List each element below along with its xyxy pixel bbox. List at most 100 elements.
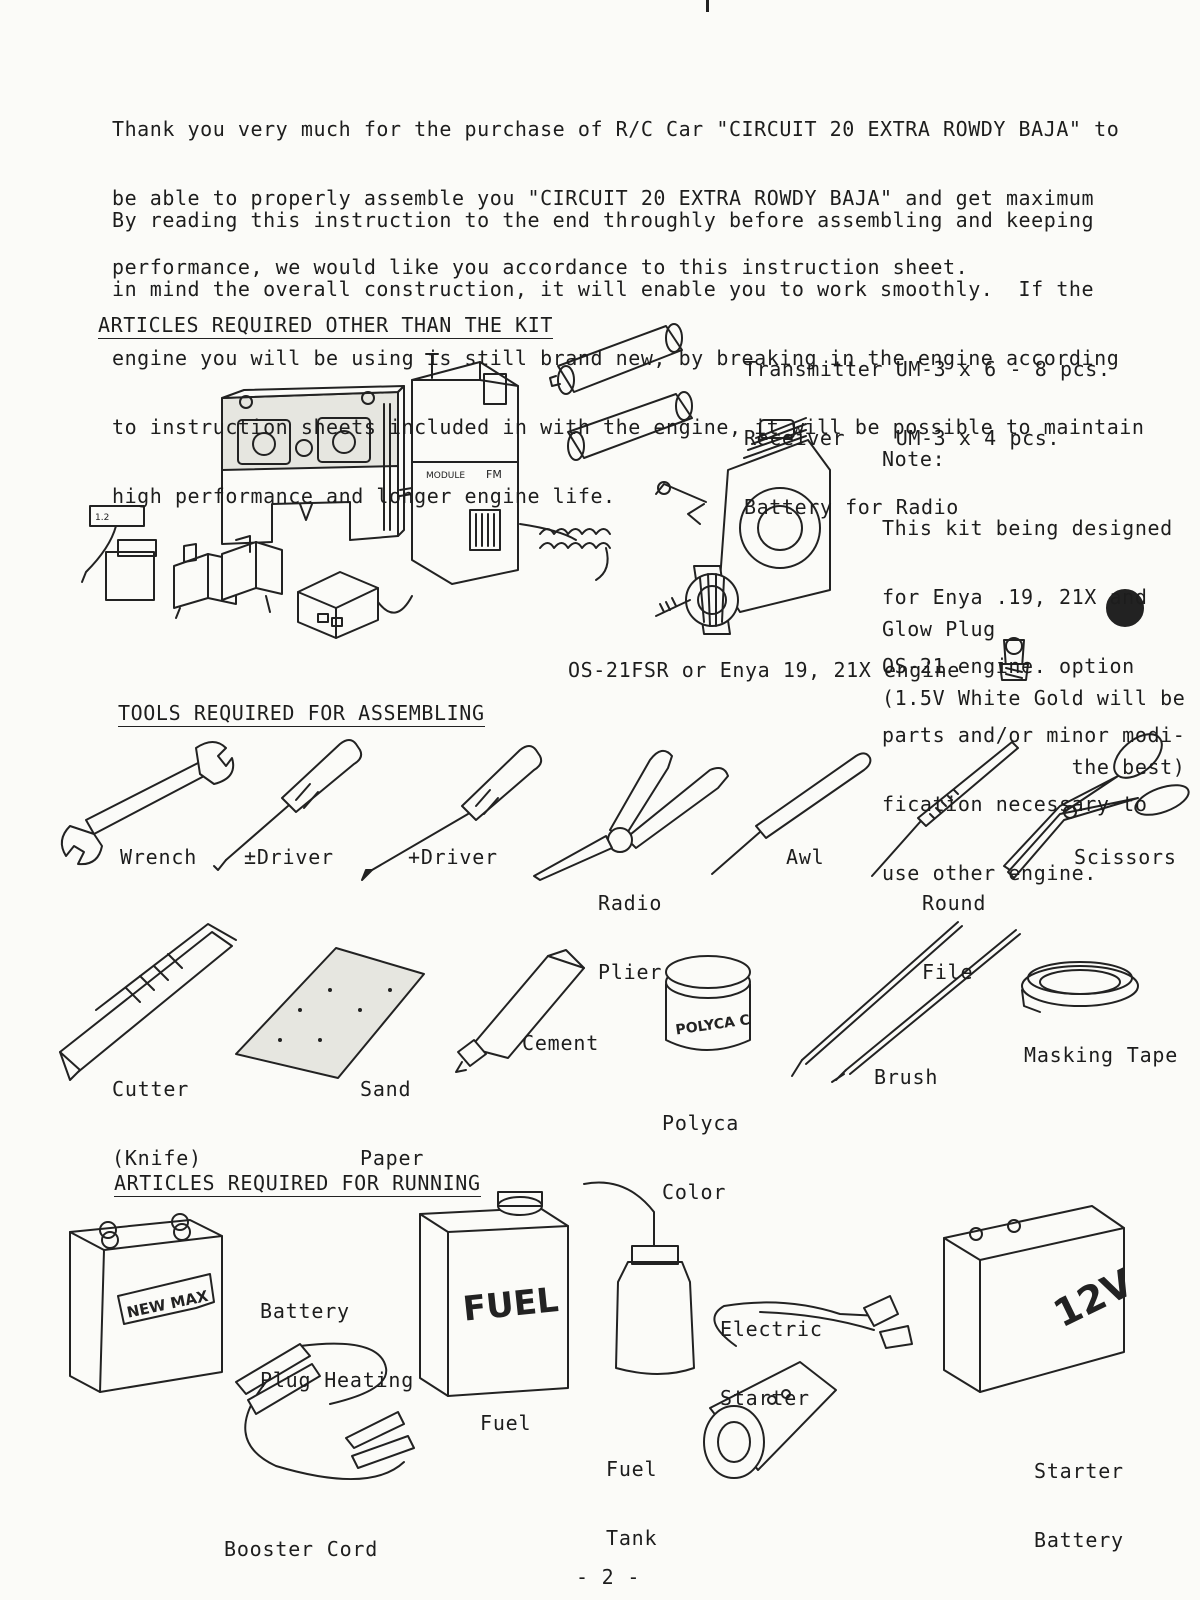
radio-plier-line-1: Radio: [598, 891, 663, 915]
aa-battery-bottom: [567, 391, 693, 461]
polyca-jar-illustration: POLYCA C: [665, 955, 751, 1051]
scissors-illustration: [1003, 733, 1190, 879]
masking-tape-label: Masking Tape: [1024, 1043, 1179, 1067]
round-file-label: Round File: [922, 846, 986, 1007]
round-file-line-1: Round: [922, 891, 987, 915]
glow-plug-line-3: the best): [882, 755, 1186, 779]
plus-driver-illustration: [361, 745, 543, 881]
starter-battery-label: Starter Battery: [1034, 1414, 1124, 1575]
radio-plier-line-2: Plier: [598, 960, 663, 984]
radio-plier-label: Radio Plier: [598, 846, 662, 1007]
servo-illustration: [173, 535, 283, 619]
intro-p1-line-2: be able to properly assemble you "CIRCUI…: [112, 186, 1095, 210]
polyca-color-line-1: Polyca: [662, 1111, 740, 1135]
svg-text:1.2: 1.2: [95, 513, 109, 523]
cement-label: Cement: [522, 1031, 600, 1055]
brush-illustration: [791, 921, 1021, 1083]
transmitter-battery-line: Transmitter UM-3 x 6 - 8 pcs.: [744, 357, 1111, 381]
battery-plug-label: Battery Plug Heating: [260, 1254, 414, 1415]
minus-driver-illustration: [213, 739, 363, 871]
fm-module-illustration: MODULE FM: [399, 353, 519, 585]
scissors-label: Scissors: [1074, 845, 1177, 869]
awl-illustration: [711, 752, 872, 875]
intro-p1-line-1: Thank you very much for the purchase of …: [112, 117, 1120, 141]
note-line-7: use other engine.: [882, 861, 1097, 885]
round-file-illustration: [871, 741, 1019, 877]
coil-cord-illustration: [519, 523, 611, 581]
punch-hole-mark: [1106, 589, 1144, 627]
page-number: - 2 -: [576, 1565, 641, 1589]
battery-pack-illustration: NEW MAX: [69, 1213, 223, 1393]
booster-cord-label: Booster Cord: [224, 1537, 379, 1561]
polyca-color-label: Polyca Color: [662, 1066, 739, 1227]
engine-caption: OS-21FSR or Enya 19, 21X engine: [568, 658, 960, 682]
aa-battery-top: [549, 323, 683, 395]
note-line-2: This kit being designed: [882, 516, 1173, 540]
fuel-can-label: FUEL: [461, 1280, 560, 1330]
intro-p2-line-5: high performance and longer engine life.: [112, 484, 616, 508]
fuel-tank-line-2: Tank: [606, 1526, 658, 1550]
receiver-illustration: [297, 571, 413, 639]
receiver-battery-line: Receiver UM-3 x 4 pcs.: [744, 426, 1061, 450]
fuel-label: Fuel: [480, 1411, 532, 1435]
intro-p2-line-4: to instruction sheets included in with t…: [112, 415, 1145, 439]
starter-battery-line-1: Starter: [1034, 1459, 1124, 1483]
sand-paper-line-2: Paper: [360, 1146, 425, 1170]
plier-illustration: [533, 749, 729, 881]
glow-plug-line-2: (1.5V White Gold will be: [882, 686, 1186, 710]
intro-paragraph-2: By reading this instruction to the end t…: [112, 163, 1144, 531]
fuel-tank-line-1: Fuel: [606, 1457, 658, 1481]
sand-paper-illustration: [235, 947, 425, 1079]
intro-p2-line-1: By reading this instruction to the end t…: [112, 208, 1095, 232]
sand-paper-line-1: Sand: [360, 1077, 412, 1101]
cutter-label: Cutter (Knife): [112, 1032, 202, 1193]
intro-p2-line-2: in mind the overall construction, it wil…: [112, 277, 1095, 301]
tools-heading: TOOLS REQUIRED FOR ASSEMBLING: [118, 701, 485, 727]
fuel-tank-illustration: [583, 1181, 695, 1375]
intro-p2-line-3: engine you will be using is still brand …: [112, 346, 1120, 370]
polyca-color-line-2: Color: [662, 1180, 727, 1204]
electric-starter-line-1: Electric: [720, 1317, 823, 1341]
note-line-3: for Enya .19, 21X and: [882, 585, 1148, 609]
glow-plug-text: Glow Plug (1.5V White Gold will be the b…: [882, 572, 1185, 802]
booster-cord-illustration: [235, 1342, 415, 1480]
battery-plug-line-1: Battery: [260, 1299, 350, 1323]
running-heading: ARTICLES REQUIRED FOR RUNNING: [114, 1171, 481, 1197]
cement-tube-illustration: [455, 949, 585, 1073]
electric-starter-label: Electric Starter: [720, 1272, 823, 1433]
note-line-4: OS-21 engine. option: [882, 654, 1135, 678]
round-file-line-2: File: [922, 960, 974, 984]
receiver-battery-illustration: 1.2: [81, 505, 157, 601]
articles-heading: ARTICLES REQUIRED OTHER THAN THE KIT: [98, 313, 554, 339]
note-line-5: parts and/or minor modi-: [882, 723, 1186, 747]
battery-for-radio-line: Battery for Radio: [744, 495, 959, 519]
glow-plug-illustration: [999, 637, 1029, 681]
wrench-label: Wrench: [120, 845, 198, 869]
minus-driver-label: ±Driver: [244, 845, 334, 869]
battery-plug-line-2: Plug Heating: [260, 1368, 415, 1392]
transmitter-illustration: [221, 385, 405, 545]
note-line-1: Note:: [882, 447, 946, 471]
fuel-can-illustration: FUEL: [419, 1191, 569, 1397]
intro-p1-line-3: performance, we would like you accordanc…: [112, 255, 969, 279]
intro-paragraph-1: Thank you very much for the purchase of …: [112, 72, 1119, 302]
cutter-illustration: [59, 923, 237, 1081]
glow-plug-line-1: Glow Plug: [882, 617, 996, 641]
wrench-illustration: [60, 741, 235, 866]
masking-tape-illustration: [1021, 961, 1139, 1013]
brush-label: Brush: [874, 1065, 939, 1089]
starter-battery-line-2: Battery: [1034, 1528, 1124, 1552]
fm-label-text: FM: [486, 468, 502, 481]
engine-note: Note: This kit being designed for Enya .…: [882, 402, 1185, 908]
starter-battery-illustration: 12V: [943, 1205, 1140, 1393]
radio-battery-text: Transmitter UM-3 x 6 - 8 pcs. Receiver U…: [744, 312, 1111, 542]
module-label-text: MODULE: [426, 471, 465, 481]
plus-driver-label: +Driver: [408, 845, 498, 869]
electric-starter-line-2: Starter: [720, 1386, 810, 1410]
fuel-tank-label: Fuel Tank: [606, 1412, 657, 1573]
sand-paper-label: Sand Paper: [360, 1032, 424, 1193]
engine-illustration: [655, 417, 831, 635]
awl-label: Awl: [786, 845, 825, 869]
cutter-line-2: (Knife): [112, 1146, 202, 1170]
